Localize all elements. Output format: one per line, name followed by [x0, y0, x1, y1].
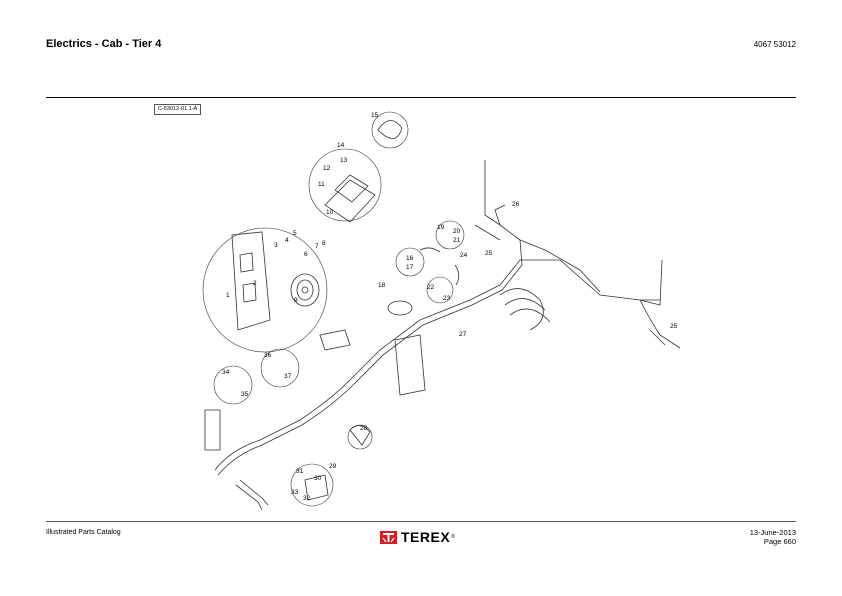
footer-divider [46, 521, 796, 522]
svg-text:28: 28 [360, 425, 368, 432]
svg-text:35: 35 [241, 391, 249, 398]
svg-text:11: 11 [318, 181, 325, 188]
svg-text:8: 8 [322, 240, 326, 247]
svg-text:4: 4 [285, 237, 289, 244]
svg-text:33: 33 [291, 489, 299, 496]
header-divider [46, 97, 796, 98]
terex-logo: TEREX® [380, 528, 455, 546]
svg-text:37: 37 [284, 373, 292, 380]
brand-name: TEREX [401, 529, 451, 545]
svg-text:10: 10 [326, 209, 334, 216]
svg-text:31: 31 [296, 468, 304, 475]
svg-text:36: 36 [264, 352, 272, 359]
svg-text:23: 23 [443, 295, 451, 302]
footer-date-block: 13-June-2013 Page 660 [750, 528, 796, 546]
catalog-label: Illustrated Parts Catalog [46, 529, 121, 536]
svg-text:17: 17 [406, 264, 414, 271]
svg-text:12: 12 [323, 165, 331, 172]
page-title: Electrics - Cab - Tier 4 [46, 38, 162, 50]
svg-text:3: 3 [274, 242, 278, 249]
part-number: 4067 53012 [753, 40, 796, 49]
svg-text:18: 18 [378, 282, 386, 289]
page-number: Page 660 [763, 537, 796, 546]
svg-text:26: 26 [512, 201, 520, 208]
svg-text:25: 25 [670, 323, 678, 330]
svg-text:32: 32 [303, 495, 311, 502]
figure-reference: C-53012-01.1-A [154, 104, 202, 115]
svg-text:2: 2 [253, 280, 257, 287]
svg-text:14: 14 [337, 142, 345, 149]
svg-text:20: 20 [453, 228, 461, 235]
svg-text:29: 29 [329, 463, 337, 470]
svg-text:1: 1 [226, 292, 230, 299]
svg-text:6: 6 [304, 251, 308, 258]
svg-text:19: 19 [437, 224, 445, 231]
svg-text:16: 16 [406, 255, 414, 262]
svg-text:15: 15 [371, 112, 379, 119]
footer-date: 13-June-2013 [749, 528, 796, 537]
svg-text:27: 27 [459, 331, 467, 338]
svg-text:13: 13 [340, 157, 348, 164]
svg-text:5: 5 [293, 230, 297, 237]
svg-text:25: 25 [485, 250, 493, 257]
svg-text:21: 21 [453, 237, 461, 244]
svg-text:7: 7 [315, 243, 319, 250]
svg-text:34: 34 [222, 369, 230, 376]
svg-text:9: 9 [294, 297, 298, 304]
terex-logo-icon [380, 530, 397, 544]
svg-text:30: 30 [314, 475, 322, 482]
svg-text:24: 24 [460, 252, 468, 259]
svg-text:22: 22 [427, 284, 435, 291]
